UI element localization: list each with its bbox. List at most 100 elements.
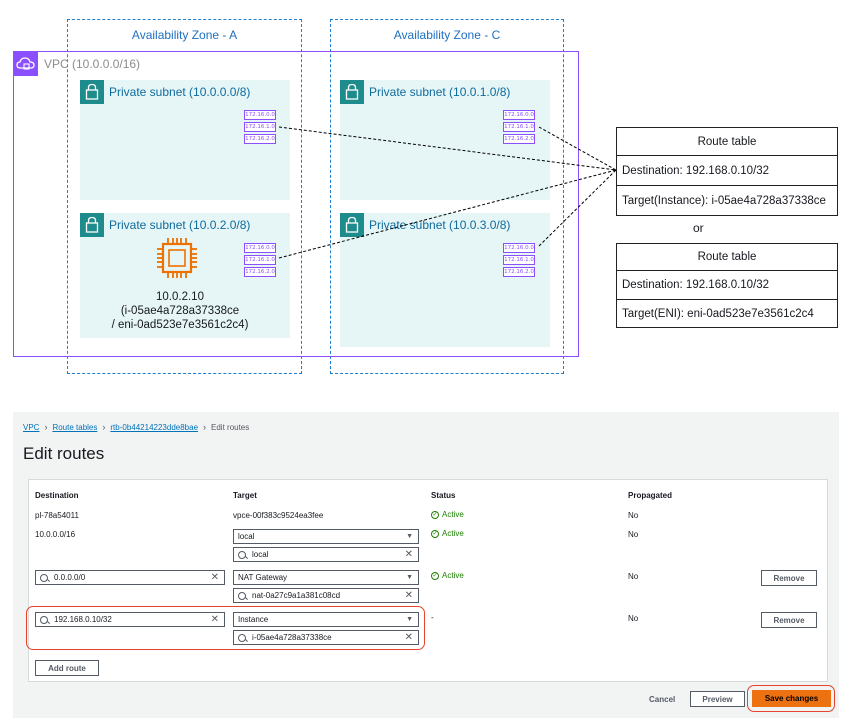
route-table-title: Route table xyxy=(617,244,837,271)
breadcrumb-vpc[interactable]: VPC xyxy=(23,422,40,432)
search-icon xyxy=(238,550,246,559)
route-table-instance: Route table Destination: 192.168.0.10/32… xyxy=(616,127,838,216)
route-table-destination: Destination: 192.168.0.10/32 xyxy=(617,271,837,300)
cancel-button[interactable]: Cancel xyxy=(649,695,676,704)
lock-icon xyxy=(80,80,104,104)
route-table-eni: Route table Destination: 192.168.0.10/32… xyxy=(616,243,838,328)
preview-button[interactable]: Preview xyxy=(690,691,745,707)
row1-destination: pl-78a54011 xyxy=(35,511,79,520)
new-route-highlight xyxy=(26,606,425,650)
instance-eni: / eni-0ad523e7e3561c2c4) xyxy=(111,319,249,331)
status-text: Active xyxy=(442,529,464,538)
subnet-label: Private subnet (10.0.3.0/8) xyxy=(369,218,511,232)
chevron-right-icon: › xyxy=(44,422,48,432)
close-icon[interactable]: ✕ xyxy=(404,549,413,560)
private-subnet-a2: Private subnet (10.0.2.0/8) 172.16.0.0 1… xyxy=(80,213,290,338)
remove-button[interactable]: Remove xyxy=(761,570,817,586)
route-chip: 172.16.1.0 xyxy=(503,122,535,132)
route-chips: 172.16.0.0 172.16.1.0 172.16.2.0 xyxy=(503,243,535,279)
route-chip: 172.16.0.0 xyxy=(503,110,535,120)
route-chip: 172.16.1.0 xyxy=(244,122,276,132)
column-header-propagated: Propagated xyxy=(628,491,673,500)
availability-zone-a: Availability Zone - A xyxy=(67,19,302,374)
row4-status: - xyxy=(431,613,434,622)
ec2-instance-icon xyxy=(155,236,199,280)
row4-target-search[interactable]: i-05ae4a728a37338ce ✕ xyxy=(233,630,419,645)
search-value: local xyxy=(252,550,269,559)
check-circle-icon: ✓ xyxy=(431,510,439,519)
or-label: or xyxy=(693,221,704,235)
caret-down-icon: ▼ xyxy=(406,533,413,540)
column-header-destination: Destination xyxy=(35,491,79,500)
close-icon[interactable]: ✕ xyxy=(404,632,413,643)
breadcrumb-route-tables[interactable]: Route tables xyxy=(52,422,98,432)
row1-target: vpce-00f383c9524ea3fee xyxy=(233,511,324,520)
row2-target-select[interactable]: local ▼ xyxy=(233,529,419,544)
search-icon xyxy=(40,615,48,624)
lock-icon xyxy=(80,213,104,237)
column-header-status: Status xyxy=(431,491,456,500)
instance-ip: 10.0.2.10 xyxy=(156,291,204,303)
search-icon xyxy=(238,633,246,642)
route-chip: 172.16.1.0 xyxy=(244,255,276,265)
breadcrumb-route-table-id[interactable]: rtb-0b44214223dde8bae xyxy=(110,422,199,432)
edit-routes-console: VPC › Route tables › rtb-0b44214223dde8b… xyxy=(13,412,839,718)
row3-status: ✓ Active xyxy=(431,571,464,580)
page-title: Edit routes xyxy=(23,444,105,463)
select-value: Instance xyxy=(238,615,269,624)
column-header-target: Target xyxy=(233,491,257,500)
route-chip: 172.16.0.0 xyxy=(503,243,535,253)
vpc-boundary: VPC (10.0.0.0/16) xyxy=(13,51,579,357)
private-subnet-c1: Private subnet (10.0.1.0/8) 172.16.0.0 1… xyxy=(340,80,550,200)
subnet-label: Private subnet (10.0.0.0/8) xyxy=(109,85,251,99)
route-table-target: Target(ENI): eni-0ad523e7e3561c2c4 xyxy=(622,307,814,320)
row2-propagated: No xyxy=(628,530,639,539)
search-value: 0.0.0.0/0 xyxy=(54,573,86,582)
row4-target-select[interactable]: Instance ▼ xyxy=(233,612,419,627)
check-circle-icon: ✓ xyxy=(431,529,439,538)
vpc-cloud-icon xyxy=(14,52,38,76)
search-value: i-05ae4a728a37338ce xyxy=(252,633,332,642)
status-text: Active xyxy=(442,510,464,519)
chevron-right-icon: › xyxy=(102,422,106,432)
row3-target-select[interactable]: NAT Gateway ▼ xyxy=(233,570,419,585)
search-value: nat-0a27c9a1a381c08cd xyxy=(252,591,341,600)
vpc-label: VPC (10.0.0.0/16) xyxy=(44,57,141,71)
route-chip: 172.16.2.0 xyxy=(503,267,535,277)
row3-destination-search[interactable]: 0.0.0.0/0 ✕ xyxy=(35,570,225,585)
row3-propagated: No xyxy=(628,572,639,581)
instance-label: 10.0.2.10 (i-05ae4a728a37338ce / eni-0ad… xyxy=(100,290,260,332)
chevron-right-icon: › xyxy=(203,422,207,432)
breadcrumb: VPC › Route tables › rtb-0b44214223dde8b… xyxy=(23,422,249,432)
subnet-label: Private subnet (10.0.2.0/8) xyxy=(109,218,251,232)
close-icon[interactable]: ✕ xyxy=(210,572,219,583)
row2-target-search[interactable]: local ✕ xyxy=(233,547,419,562)
route-table-title: Route table xyxy=(617,128,837,156)
route-chips: 172.16.0.0 172.16.1.0 172.16.2.0 xyxy=(244,243,276,279)
row2-status: ✓ Active xyxy=(431,529,464,538)
availability-zone-c: Availability Zone - C xyxy=(330,19,564,374)
route-table-destination: Destination: 192.168.0.10/32 xyxy=(617,156,837,186)
architecture-diagram: Availability Zone - A Availability Zone … xyxy=(13,19,838,374)
subnet-label: Private subnet (10.0.1.0/8) xyxy=(369,85,511,99)
add-route-button[interactable]: Add route xyxy=(35,660,99,676)
instance-id: (i-05ae4a728a37338ce xyxy=(120,305,240,317)
row1-status: ✓ Active xyxy=(431,510,464,519)
close-icon[interactable]: ✕ xyxy=(404,590,413,601)
select-value: NAT Gateway xyxy=(238,573,288,582)
search-value: 192.168.0.10/32 xyxy=(54,615,112,624)
row4-destination-search[interactable]: 192.168.0.10/32 ✕ xyxy=(35,612,225,627)
row1-propagated: No xyxy=(628,511,639,520)
close-icon[interactable]: ✕ xyxy=(210,614,219,625)
route-table-target: Target(Instance): i-05ae4a728a37338ce xyxy=(622,194,826,207)
route-chip: 172.16.0.0 xyxy=(244,110,276,120)
row3-target-search[interactable]: nat-0a27c9a1a381c08cd ✕ xyxy=(233,588,419,603)
remove-button[interactable]: Remove xyxy=(761,612,817,628)
route-chip: 172.16.2.0 xyxy=(244,134,276,144)
save-changes-button[interactable]: Save changes xyxy=(752,690,831,707)
search-icon xyxy=(238,591,246,600)
route-association-lines xyxy=(278,126,617,259)
route-chip: 172.16.2.0 xyxy=(503,134,535,144)
row2-destination: 10.0.0.0/16 xyxy=(35,530,76,539)
breadcrumb-current: Edit routes xyxy=(211,422,250,432)
